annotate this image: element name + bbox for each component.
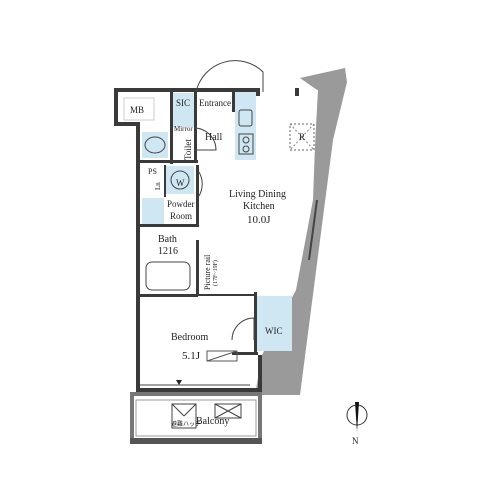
label-ldk-size: 10.0J bbox=[247, 214, 271, 226]
label-wic: WIC bbox=[265, 326, 283, 336]
interior-walls bbox=[140, 92, 258, 355]
label-w: W bbox=[176, 178, 185, 188]
powder-sink bbox=[142, 198, 164, 224]
shoe-cabinet bbox=[173, 115, 194, 125]
powder-door bbox=[198, 171, 203, 197]
label-powder-1: Powder bbox=[167, 199, 195, 209]
label-refrigerator: R bbox=[299, 132, 305, 142]
mb-box bbox=[123, 97, 155, 121]
label-bedroom-size: 5.1J bbox=[182, 350, 201, 362]
label-ln: Ln bbox=[154, 182, 162, 190]
burner-2 bbox=[242, 145, 250, 153]
label-powder-2: Room bbox=[170, 211, 192, 221]
label-toilet: Toilet bbox=[183, 139, 193, 160]
label-ldk-2: Kitchen bbox=[243, 201, 275, 212]
toilet-area bbox=[142, 132, 168, 158]
evac-hatch bbox=[171, 403, 197, 429]
wic-area bbox=[257, 296, 292, 351]
north-arrow: N bbox=[346, 402, 368, 446]
label-entrance: Entrance bbox=[199, 98, 231, 108]
balcony bbox=[130, 392, 262, 444]
toilet-bowl bbox=[144, 136, 166, 154]
label-picture-rail: Picture rail bbox=[203, 254, 212, 290]
label-bath-1: Bath bbox=[158, 234, 177, 245]
label-bath-2: 1216 bbox=[158, 246, 178, 257]
toilet-door bbox=[193, 127, 217, 151]
compass-north-label: N bbox=[352, 436, 359, 446]
label-ps: PS bbox=[148, 167, 157, 176]
entrance-door bbox=[195, 60, 264, 93]
exterior-wall-right-inner bbox=[295, 85, 318, 292]
label-mirror: Mirror bbox=[174, 125, 193, 133]
label-sic: SIC bbox=[176, 98, 190, 108]
refrigerator-space bbox=[289, 123, 315, 151]
ac-unit bbox=[214, 403, 242, 419]
label-picture-rail-note: (17F~19F) bbox=[212, 260, 219, 286]
label-evac-hatch: 避難ハッチ bbox=[171, 420, 201, 428]
exterior-wall-right bbox=[255, 68, 347, 395]
outer-walls bbox=[114, 88, 299, 392]
bathtub bbox=[145, 261, 191, 291]
kitchen-stove bbox=[238, 133, 254, 155]
balcony-marker bbox=[176, 380, 182, 385]
label-ldk-1: Living Dining bbox=[229, 189, 286, 200]
label-hall: Hall bbox=[205, 132, 222, 143]
label-mb: MB bbox=[130, 105, 144, 115]
bedroom-storage-hatch bbox=[206, 350, 238, 362]
kitchen-sink bbox=[238, 109, 253, 127]
washer-drum bbox=[170, 170, 190, 190]
label-bedroom: Bedroom bbox=[171, 332, 208, 343]
ldk-window bbox=[308, 199, 318, 261]
bedroom-door bbox=[231, 317, 255, 341]
label-balcony: Balcony bbox=[196, 416, 229, 427]
burner-1 bbox=[242, 136, 250, 144]
